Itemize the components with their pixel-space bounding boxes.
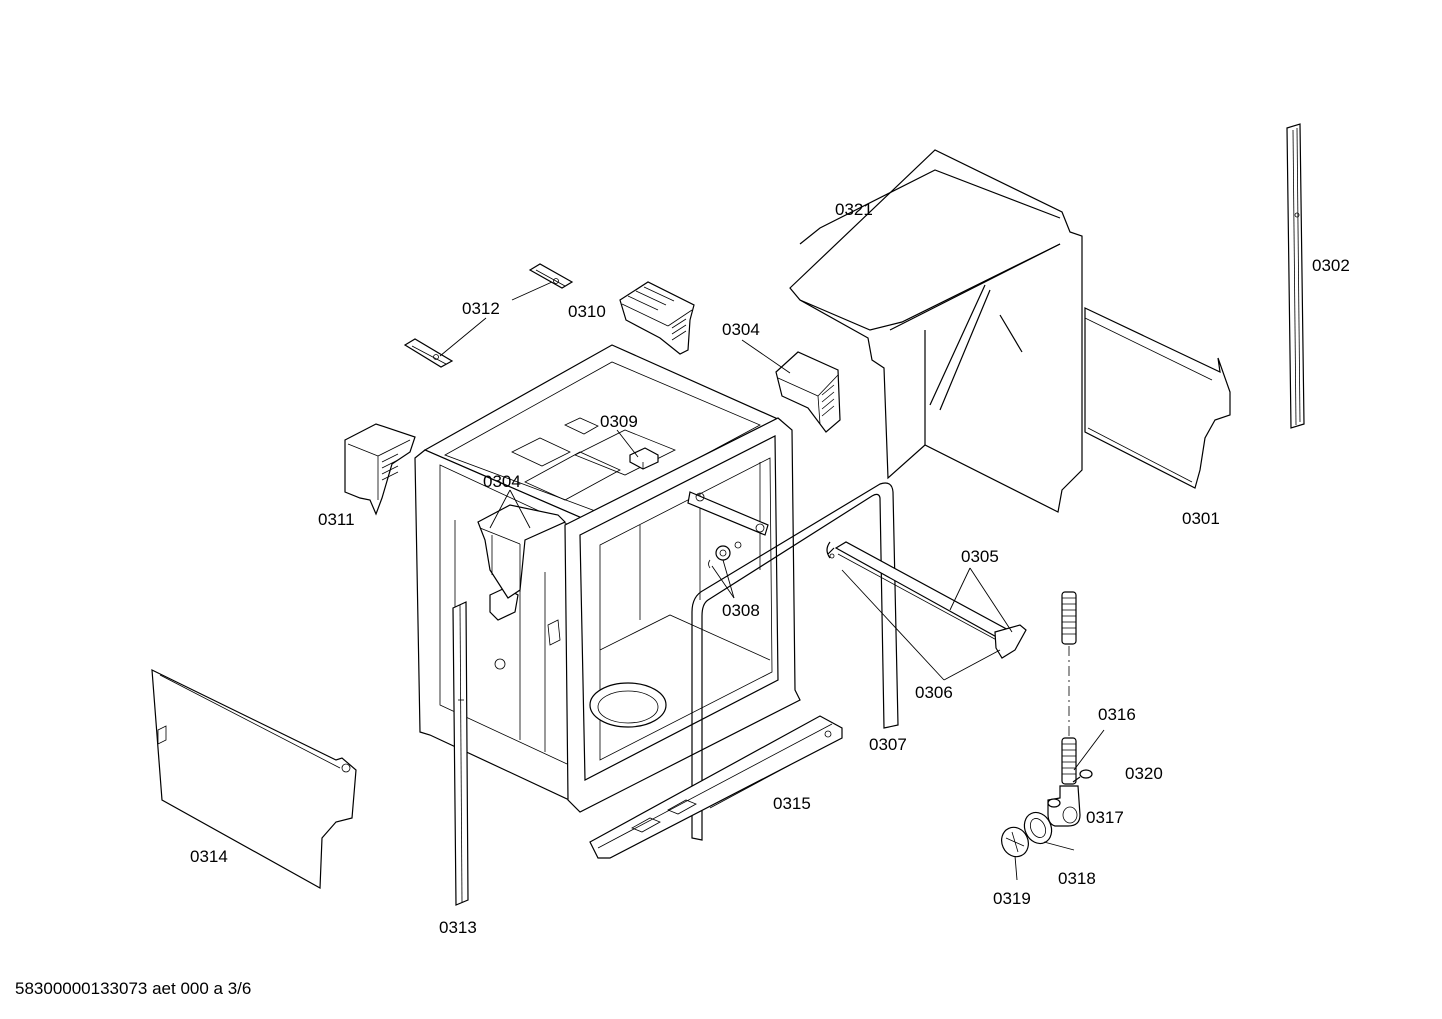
part-0316-hose-connector [1061, 591, 1077, 785]
callout-0315: 0315 [773, 794, 811, 813]
part-0317-elbow [1047, 785, 1081, 827]
part-0304-bracket-left [477, 504, 567, 599]
part-0309-clip [629, 447, 659, 470]
callout-0320: 0320 [1125, 764, 1163, 783]
part-0313-side-strip [452, 601, 469, 906]
part-0321-insulation-mat [789, 149, 1083, 513]
callout-0321: 0321 [835, 200, 873, 219]
callout-0313: 0313 [439, 918, 477, 937]
part-0311-hinge-block [344, 423, 416, 516]
callout-0311: 0311 [318, 510, 355, 529]
callout-0319: 0319 [993, 889, 1031, 908]
part-0320-screw [1072, 769, 1093, 783]
leader-lines [439, 281, 1105, 881]
callout-0317: 0317 [1086, 808, 1124, 827]
callout-0316: 0316 [1098, 705, 1136, 724]
part-0304-bracket-right [775, 351, 841, 433]
part-0310-hinge-block [619, 281, 695, 355]
callout-0310: 0310 [568, 302, 606, 321]
callout-0304-right: 0304 [722, 320, 760, 339]
callout-0312: 0312 [462, 299, 500, 318]
callout-0301: 0301 [1182, 509, 1220, 528]
callout-0318: 0318 [1058, 869, 1096, 888]
part-tub-body [414, 344, 801, 813]
callout-0307: 0307 [869, 735, 907, 754]
part-0305-rail [826, 541, 1027, 659]
callout-0304-left: 0304 [483, 472, 521, 491]
part-0319-nut [1001, 826, 1029, 858]
part-0314-base-panel [151, 669, 357, 889]
callout-0308: 0308 [722, 601, 760, 620]
callout-0305: 0305 [961, 547, 999, 566]
part-0315-base-strip [589, 715, 843, 859]
part-0302-side-strip [1286, 123, 1305, 429]
callout-labels: 0321 0302 0312 0310 0304 0309 0304 0311 … [190, 200, 1350, 937]
callout-0309: 0309 [600, 412, 638, 431]
part-0312-clips [403, 263, 574, 368]
callout-0306: 0306 [915, 683, 953, 702]
part-0307-door-seal [691, 482, 899, 841]
callout-0302: 0302 [1312, 256, 1350, 275]
document-code: 58300000133073 aet 000 a 3/6 [15, 979, 252, 998]
part-0301-rear-panel [1084, 307, 1231, 489]
callout-0314: 0314 [190, 847, 228, 866]
